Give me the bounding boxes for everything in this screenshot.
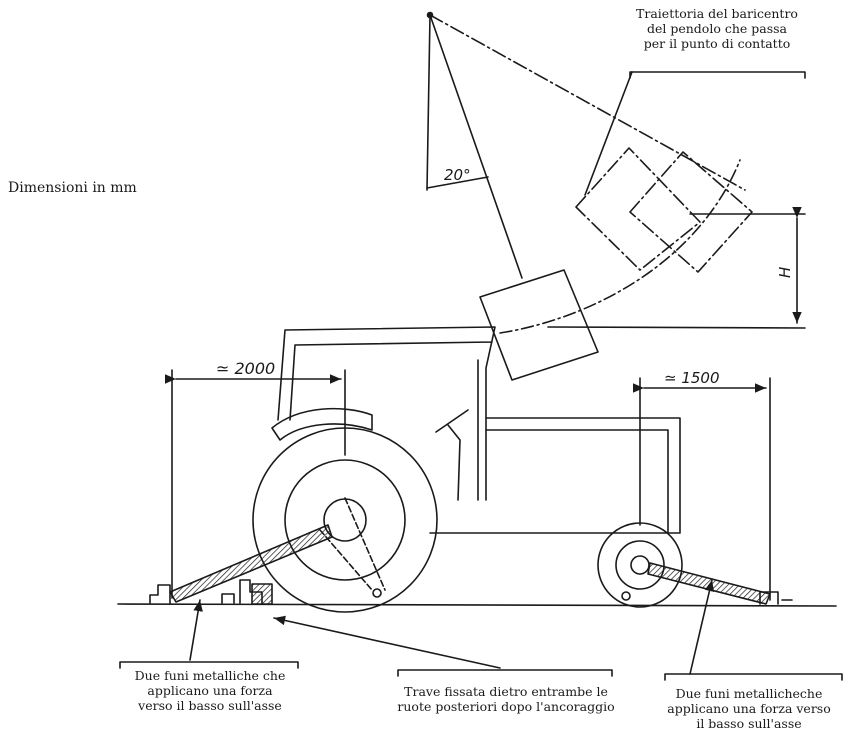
rear-mudguard [271,407,373,441]
front-cable-line-2: applicano una forza verso [667,701,831,716]
rear-cable-line-3: verso il basso sull'asse [138,698,282,713]
pendulum-block[interactable] [479,269,599,381]
angle-label: 20° [444,166,471,184]
trajectory-bracket [629,71,806,79]
rear-axle-link [319,497,386,591]
trajectory-arc [499,159,741,334]
beam-note: Trave fissata dietro entrambe le ruote p… [388,684,624,714]
rear-anchor-bracket [149,584,235,604]
rear-cable [169,524,333,603]
ground-line [117,603,837,607]
beam-block[interactable] [251,583,273,605]
front-cable-line-1: Due funi metallicheche [675,686,823,701]
rear-cable-line-1: Due funi metalliche che [134,668,286,683]
front-anchor-point [621,591,631,601]
trajectory-line-2: del pendolo che passa [646,21,787,36]
trajectory-note: Traiettoria del baricentro del pendolo c… [612,6,822,51]
trajectory-line-1: Traiettoria del baricentro [636,6,798,21]
rear-cable-line-2: applicano una forza [147,683,273,698]
front-cable-line-3: il basso sull'asse [696,716,802,731]
front-cable-leader [689,579,715,675]
front-hub [630,555,650,575]
front-span-label: ≃ 1500 [664,369,720,387]
beam-line-1: Trave fissata dietro entrambe le [404,684,608,699]
trajectory-line-3: per il punto di contatto [643,36,791,51]
front-cable-note: Due funi metallicheche applicano una for… [654,686,844,731]
steering-wheel [435,409,469,501]
height-ref-bottom [547,326,806,329]
angle-bracket [426,176,489,189]
units-note: Dimensioni in mm [8,180,137,196]
front-cable-bracket [664,673,843,681]
pendulum-vertical [426,14,431,191]
beam-leader [273,615,501,669]
front-wheel-rim [615,540,665,590]
pendulum-start-position [575,147,701,271]
front-anchor-bracket [759,591,793,605]
rear-anchor-point [372,588,382,598]
front-wheel[interactable] [597,522,683,608]
rear-cable-leader [189,599,203,661]
height-label: H [776,267,794,278]
beam-bracket [397,669,613,677]
rear-cable-note: Due funi metalliche che applicano una fo… [112,668,308,713]
rear-wheel-rim [284,459,406,581]
rear-span-label: ≃ 2000 [216,359,275,378]
pendulum-start-position-2 [629,151,753,273]
tractor-body [429,417,681,534]
beam-line-2: ruote posteriori dopo l'ancoraggio [397,699,615,714]
pendulum-start-cord [429,14,746,191]
trajectory-leader [584,71,633,196]
rear-cable-bracket [119,661,299,669]
pendulum-cord [429,14,523,279]
